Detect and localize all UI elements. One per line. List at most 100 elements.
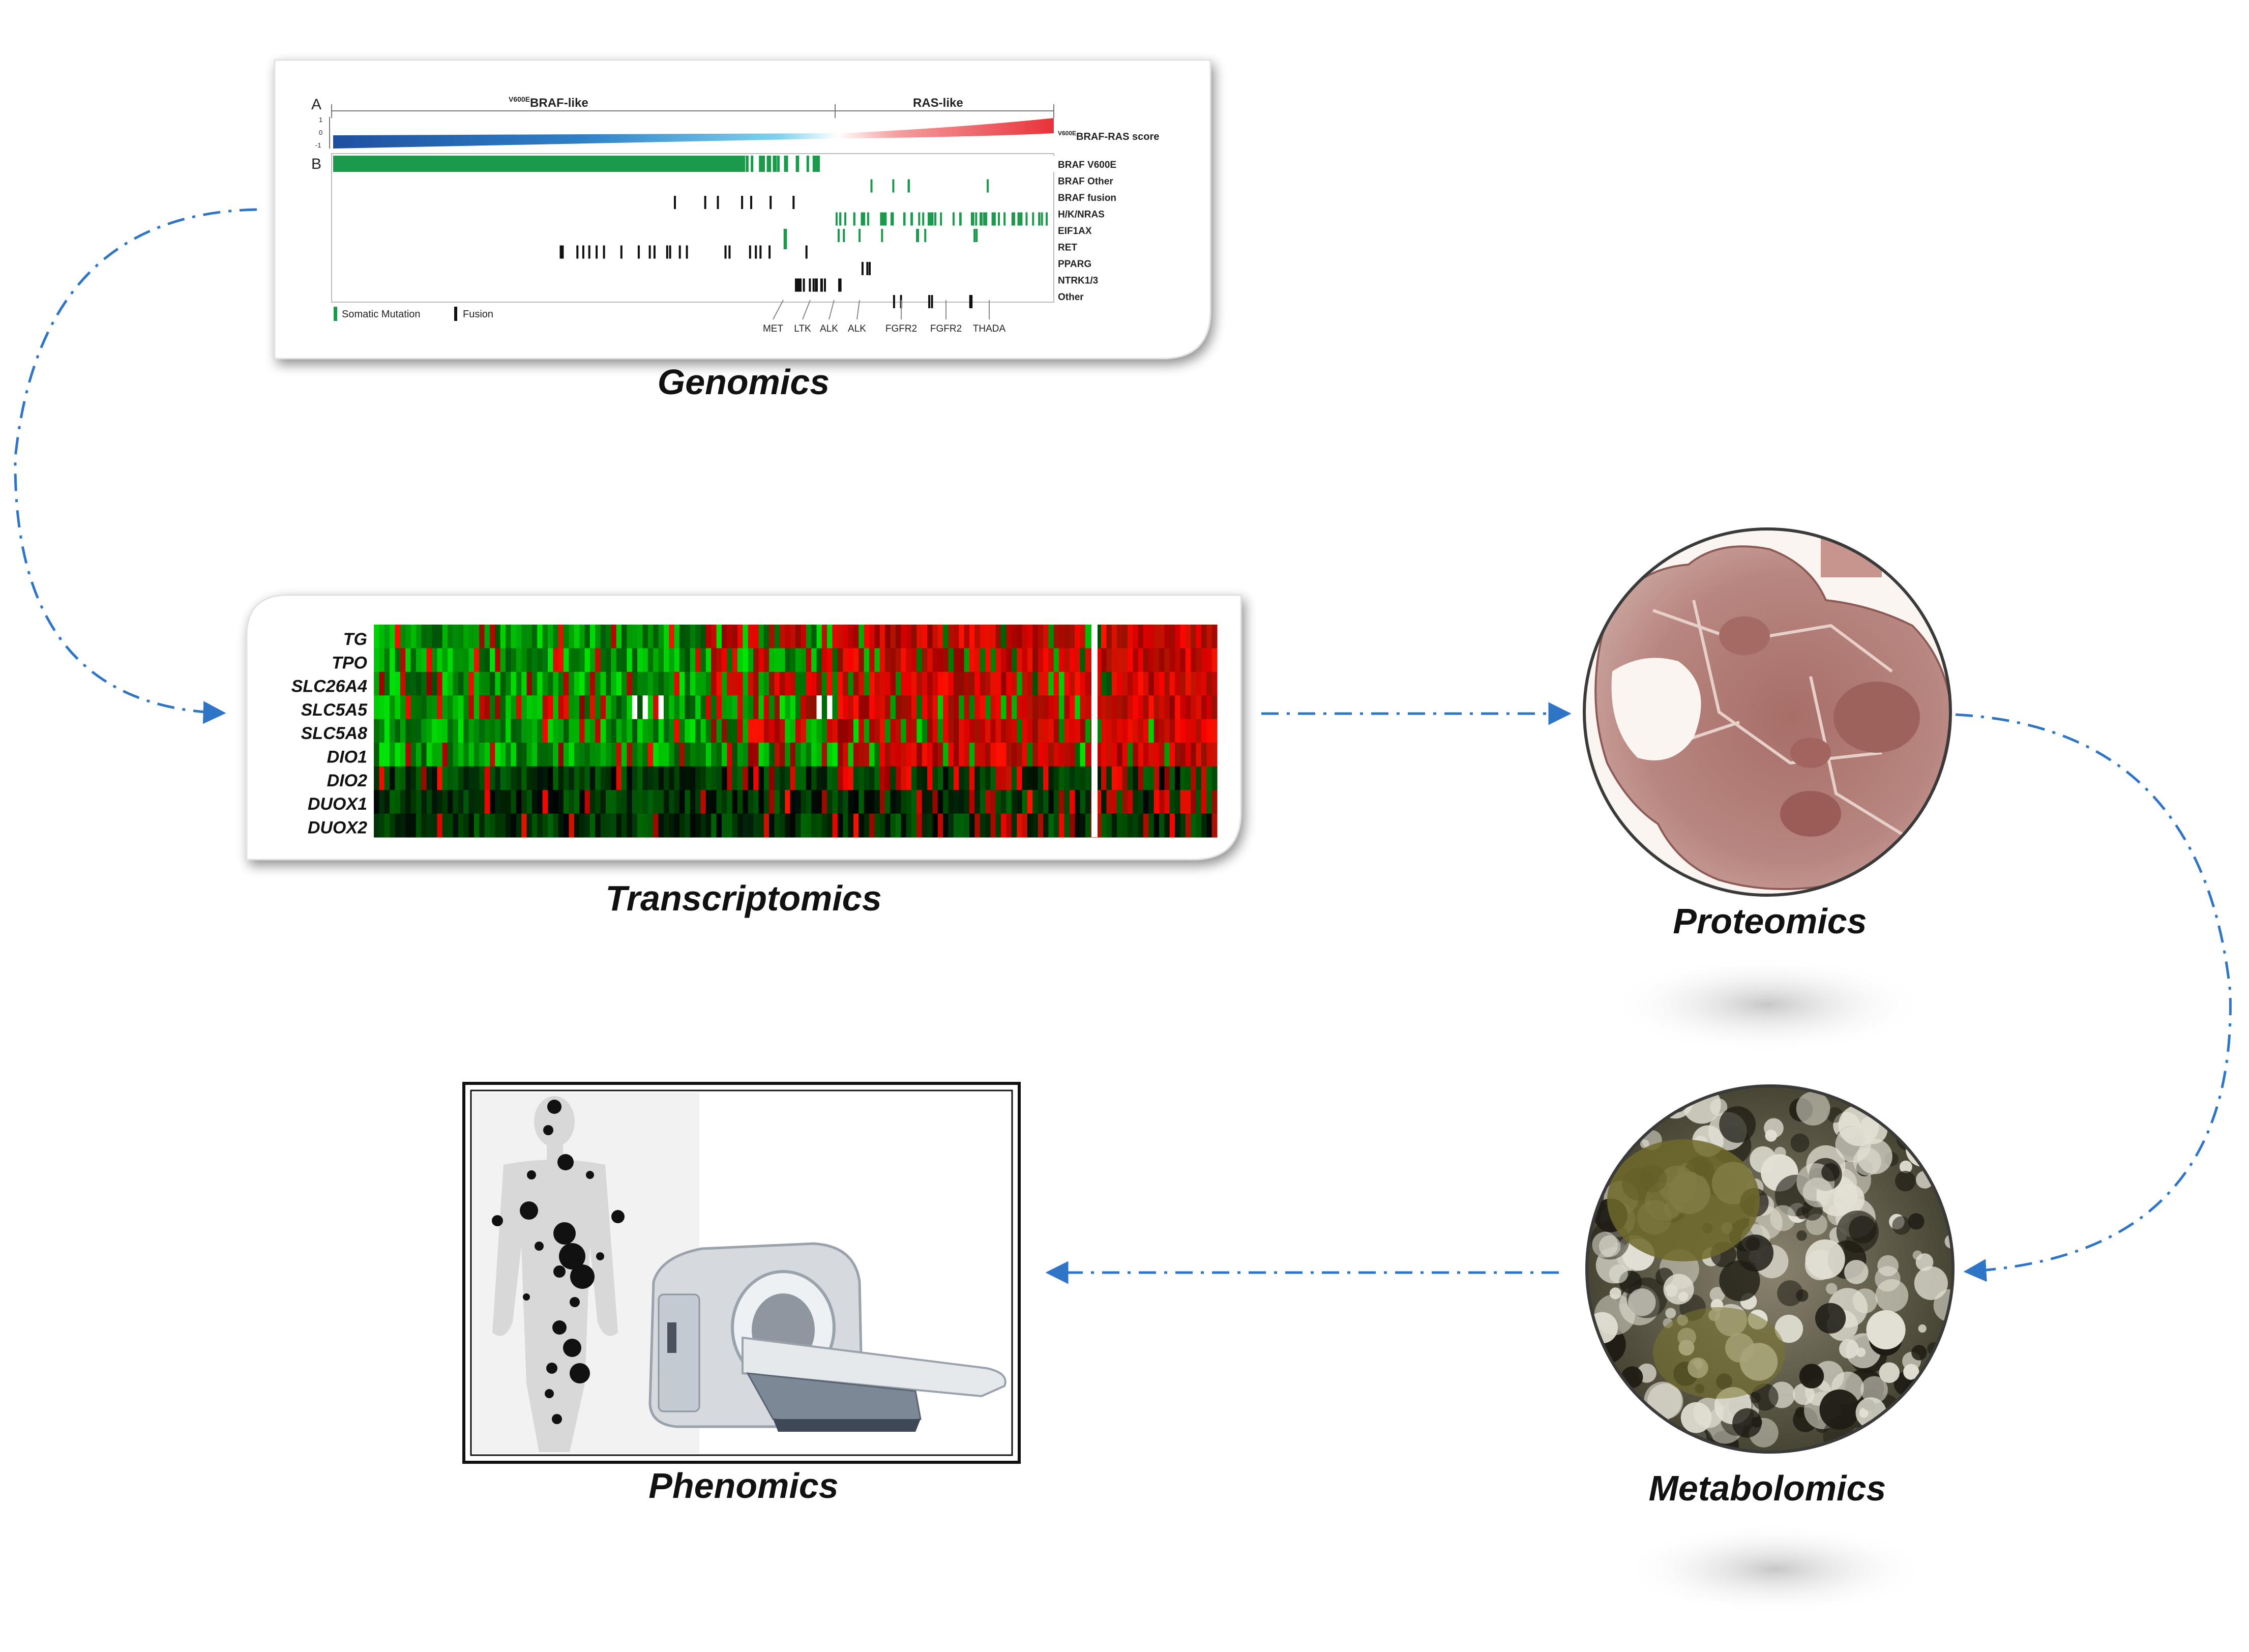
heatmap-cell — [484, 790, 490, 814]
mutation-tick — [975, 229, 978, 242]
heatmap-cell — [1111, 790, 1117, 814]
heatmap-cell — [468, 813, 475, 838]
metabolite-blob — [1587, 1086, 1622, 1127]
mutation-tick — [859, 229, 861, 242]
heatmap-cell — [1185, 813, 1191, 838]
heatmap-cell — [468, 648, 475, 672]
metabolomics-image — [1585, 1084, 1955, 1454]
heatmap-cell — [790, 625, 796, 648]
heatmap-cell — [1043, 648, 1049, 672]
heatmap-cell — [906, 648, 912, 672]
heatmap-cell — [479, 719, 485, 743]
heatmap-cell — [879, 743, 885, 767]
metabolite-blob — [1611, 1090, 1642, 1120]
heatmap-cell — [943, 648, 949, 672]
heatmap-cell — [700, 790, 706, 814]
heatmap-cell — [426, 695, 432, 720]
heatmap-cell — [622, 671, 627, 696]
heatmap-cell — [1032, 625, 1039, 648]
gene-label: SLC5A8 — [301, 724, 367, 743]
heatmap-cell — [589, 625, 596, 648]
heatmap-cell — [901, 813, 907, 838]
heatmap-cell — [642, 766, 648, 790]
heatmap-cell — [1211, 790, 1218, 814]
metabolite-blob — [1602, 1436, 1610, 1444]
metabolite-blob — [1665, 1308, 1676, 1319]
heatmap-cell — [727, 671, 733, 696]
heatmap-cell — [1164, 790, 1170, 814]
heatmap-cell — [584, 625, 590, 648]
heatmap-cell — [579, 648, 585, 672]
heatmap-cell — [927, 671, 933, 696]
heatmap-cell — [748, 813, 754, 838]
mutation-tick — [843, 229, 845, 242]
heatmap-cell — [595, 671, 601, 696]
heatmap-cell — [658, 743, 664, 767]
heatmap-cell — [637, 671, 643, 696]
heatmap-cell — [384, 671, 390, 696]
proteomics-frame — [1583, 527, 1952, 897]
heatmap-cell — [705, 625, 712, 648]
heatmap-cell — [390, 743, 396, 767]
heatmap-cell — [1148, 719, 1155, 743]
heatmap-cell — [474, 766, 480, 790]
heatmap-cell — [432, 695, 437, 720]
heatmap-cell — [895, 813, 901, 838]
heatmap-cell — [774, 648, 780, 672]
heatmap-cell — [1206, 671, 1212, 696]
heatmap-cell — [869, 695, 875, 720]
heatmap-cell — [785, 766, 791, 790]
heatmap-cell — [526, 648, 532, 672]
heatmap-cell — [695, 671, 701, 696]
heatmap-cell — [390, 625, 396, 648]
heatmap-cell — [1038, 719, 1044, 743]
heatmap-cell — [874, 648, 880, 672]
heatmap-cell — [964, 648, 970, 672]
heatmap-cell — [1185, 790, 1191, 814]
heatmap-cell — [959, 743, 965, 767]
heatmap-cell — [569, 743, 575, 767]
heatmap-cell — [542, 766, 548, 790]
heatmap-cell — [384, 813, 390, 838]
metabolite-blob — [1939, 1409, 1953, 1432]
heatmap-cell — [421, 625, 427, 648]
heatmap-cell — [1053, 790, 1059, 814]
heatmap-cell — [1080, 766, 1086, 790]
heatmap-cell — [790, 813, 796, 838]
heatmap-cell — [584, 790, 590, 814]
heatmap-cell — [906, 790, 912, 814]
heatmap-cell — [885, 671, 891, 696]
svg-text:V600EBRAF-like: V600EBRAF-like — [509, 95, 588, 110]
heatmap-cell — [743, 743, 749, 767]
heatmap-cell — [448, 648, 454, 672]
heatmap-cell — [542, 790, 548, 814]
heatmap-cell — [801, 625, 807, 648]
heatmap-cell — [1011, 695, 1017, 720]
heatmap-cell — [995, 719, 1001, 743]
heatmap-cell — [711, 695, 717, 720]
heatmap-cell — [716, 648, 722, 672]
heatmap-cell — [959, 648, 965, 672]
heatmap-cell — [874, 766, 880, 790]
heatmap-cell — [410, 625, 417, 648]
heatmap-cell — [526, 695, 532, 720]
heatmap-cell — [616, 625, 622, 648]
heatmap-cell — [853, 695, 859, 720]
heatmap-cell — [885, 719, 891, 743]
heatmap-cell — [416, 766, 422, 790]
heatmap-cell — [647, 648, 654, 672]
heatmap-cell — [743, 695, 749, 720]
heatmap-cell — [1101, 648, 1107, 672]
heatmap-cell — [537, 813, 543, 838]
mutation-row-label: EIF1AX — [1058, 226, 1092, 237]
gene-label: DIO2 — [327, 771, 367, 790]
heatmap-cell — [553, 813, 559, 838]
heatmap-cell — [606, 671, 611, 696]
heatmap-cell — [1159, 625, 1165, 648]
heatmap-cell — [769, 743, 775, 767]
heatmap-cell — [426, 625, 432, 648]
heatmap-cell — [848, 695, 854, 720]
heatmap-cell — [1001, 625, 1007, 648]
heatmap-cell — [1122, 625, 1128, 648]
heatmap-cell — [564, 743, 569, 767]
